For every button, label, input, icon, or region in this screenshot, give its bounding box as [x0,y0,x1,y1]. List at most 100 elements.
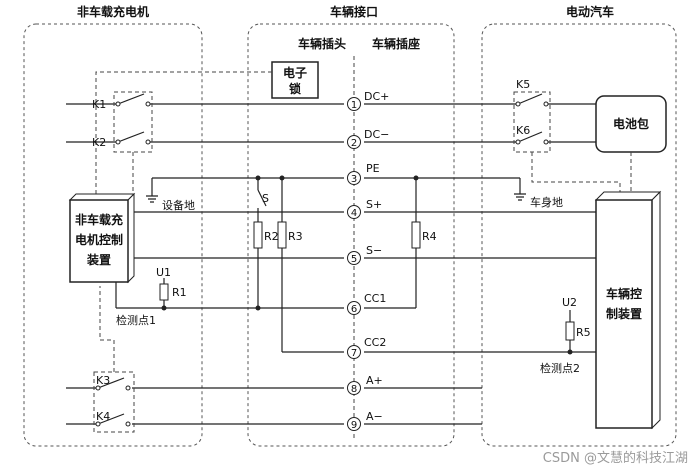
switch-s [257,189,267,207]
s-pe-node [255,175,261,181]
pin-9-number: 9 [351,420,357,431]
k3-contact-b [125,385,131,391]
device-ground-symbol [146,195,158,203]
watermark: CSDN @文慧的科技江湖 [543,450,688,466]
header-vehicle: 电动汽车 [566,4,614,19]
interface-region [247,23,455,447]
pin-3-number: 3 [351,174,357,185]
pin-5-number: 5 [351,254,357,265]
detect-point-1-dot [161,305,167,311]
label-k5: K5 [516,78,530,91]
body-ground-symbol [514,193,526,201]
pin-3-label: PE [366,162,380,175]
label-u1: U1 [156,266,171,279]
pin-6-number: 6 [351,304,357,315]
pin-7: 7 CC2 [347,336,386,359]
r4-pe-node [413,175,419,181]
label-detect1: 检测点1 [116,313,156,327]
label-r3: R3 [288,230,303,243]
pin-1-label: DC+ [364,90,389,103]
label-s: S [262,192,269,205]
k5-contact-a [515,101,521,107]
pin-4: 4 S+ [347,198,382,219]
pin-4-label: S+ [366,198,382,211]
k1-contact-b [145,101,151,107]
charger-region [23,23,203,447]
label-socket: 车辆插座 [372,36,420,51]
pin-4-number: 4 [351,208,357,219]
charger-control-unit [69,199,129,283]
resistor-r1 [159,283,169,301]
vehicle-ctrl-top [594,191,662,201]
label-detect2: 检测点2 [540,361,580,375]
k4-contact-b [125,421,131,427]
vehicle-ctrl-line1: 车辆控 [606,286,642,301]
k5-contact-b [543,101,549,107]
label-k2: K2 [92,136,106,149]
resistor-r4 [411,221,421,249]
k2-contact-a [115,139,121,145]
k3-k4-box [93,371,135,433]
pin-8-label: A+ [366,374,383,387]
switch-k1 [117,93,145,105]
resistor-r2 [253,221,263,249]
resistor-r5 [565,321,575,341]
pin-5: 5 S− [347,244,382,265]
charger-ctrl-line1: 非车载充 [75,212,123,227]
battery-label: 电池包 [613,116,649,131]
vehicle-k-control-link [531,152,621,196]
pin-1-number: 1 [351,100,357,111]
k4-contact-a [95,421,101,427]
label-r2: R2 [264,230,279,243]
label-plug: 车辆插头 [298,36,346,51]
pin-2-label: DC− [364,128,389,141]
pin-2-number: 2 [351,138,357,149]
lock-control-link [95,71,272,196]
pin-7-number: 7 [351,348,357,359]
label-k3: K3 [96,374,110,387]
vehicle-ctrl-line2: 制装置 [606,306,642,321]
k1-contact-a [115,101,121,107]
k6-contact-a [515,139,521,145]
label-r4: R4 [422,230,437,243]
charger-ctrl-side [127,192,135,284]
detect-point-2-dot [567,349,573,355]
label-k6: K6 [516,124,530,137]
pin-6: 6 CC1 [347,292,386,315]
vehicle-ctrl-side [651,190,661,430]
label-u2: U2 [562,296,577,309]
pin-7-label: CC2 [364,336,386,349]
label-r5: R5 [576,326,591,339]
pin-5-label: S− [366,244,382,257]
label-r1: R1 [172,286,187,299]
charger-ctrl-line3: 装置 [86,252,111,267]
pin-6-label: CC1 [364,292,386,305]
pin-8: 8 A+ [347,374,383,395]
switch-k4 [97,413,125,425]
charger-ctrl-top [68,193,136,201]
pin-3: 3 PE [347,162,380,185]
charger-ctrl-line2: 电机控制 [75,232,123,247]
k3-k4-control-link [99,286,115,372]
k6-contact-b [543,139,549,145]
e-lock-line2: 锁 [289,81,301,96]
r2-cc1-node [255,305,261,311]
electronic-lock-box [271,61,319,99]
e-lock-line1: 电子 [283,65,307,80]
k3-contact-a [95,385,101,391]
pin-8-number: 8 [351,384,357,395]
switch-k3 [97,377,125,389]
label-device-ground: 设备地 [162,198,195,212]
r3-pe-node [279,175,285,181]
label-k1: K1 [92,98,106,111]
switch-k5 [517,93,543,105]
vehicle-control-unit [595,199,653,429]
label-body-ground: 车身地 [530,195,563,209]
switch-k2 [117,131,145,143]
pin-9-label: A− [366,410,383,423]
pin-1: 1 DC+ [347,90,389,111]
k2-contact-b [145,139,151,145]
label-k4: K4 [96,410,110,423]
header-charger: 非车载充电机 [77,4,149,19]
